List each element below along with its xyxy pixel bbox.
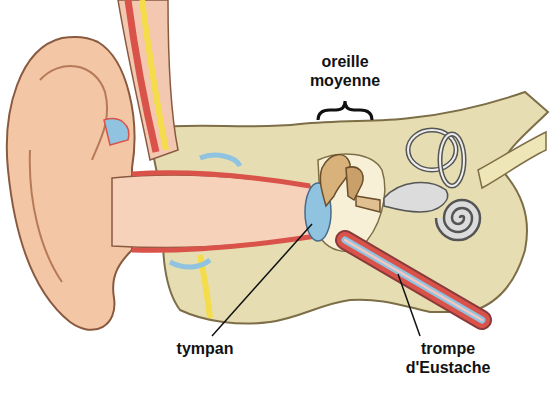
ossicle-stapes: [356, 196, 380, 212]
semicircular-canal: [440, 134, 464, 186]
auditory-nerve: [478, 132, 546, 188]
leader-line: [398, 274, 420, 336]
canal-lining: [132, 236, 316, 250]
semicircular-canal: [440, 134, 464, 186]
cochlea: [436, 200, 480, 240]
cartilage: [104, 119, 129, 145]
ossicle-incus: [346, 167, 363, 200]
canal-gland: [170, 260, 210, 267]
region-label: oreille moyenne: [297, 52, 393, 90]
ear-canal: [112, 175, 316, 247]
vessel-yellow: [142, 0, 166, 150]
ossicle-malleus: [320, 155, 350, 206]
bracket: [318, 101, 372, 120]
eustachian-tube: [345, 240, 482, 320]
part-label: tympan: [165, 339, 245, 358]
vestibule: [384, 182, 448, 212]
eustachian-tube: [345, 240, 482, 320]
part-label: trompe d'Eustache: [398, 339, 498, 377]
canal-gland: [200, 155, 240, 166]
eustachian-tube: [345, 240, 482, 320]
eustachian-tube: [345, 240, 482, 320]
pinna-fold: [30, 150, 62, 282]
canal-lining: [132, 173, 310, 186]
pinna-fold: [40, 66, 107, 160]
leader-line: [212, 224, 312, 336]
